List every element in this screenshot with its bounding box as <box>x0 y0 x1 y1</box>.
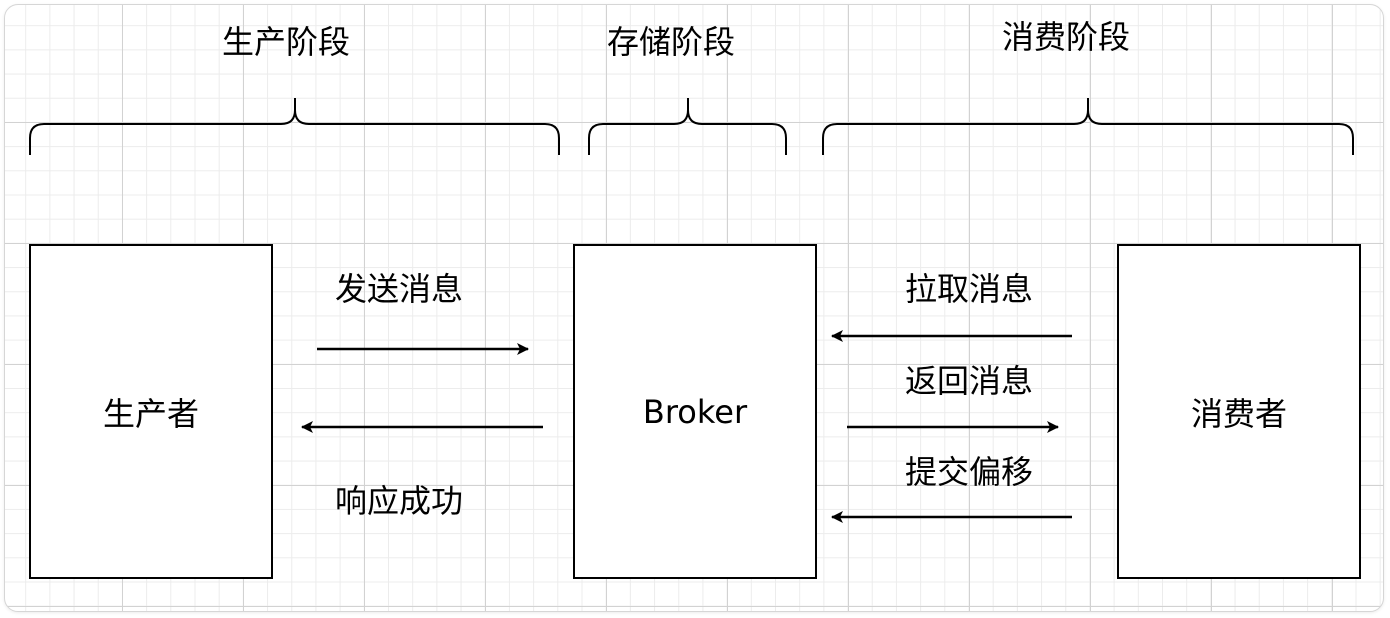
producer-node: 生产者 <box>29 244 273 579</box>
response-success-label: 响应成功 <box>335 482 464 520</box>
consumer-node: 消费者 <box>1117 244 1361 579</box>
produce-stage-label: 生产阶段 <box>222 23 351 61</box>
consume-stage-brace <box>822 98 1354 155</box>
consume-stage-label: 消费阶段 <box>1002 18 1131 56</box>
pull-message-label: 拉取消息 <box>905 270 1034 308</box>
consumer-label: 消费者 <box>1190 394 1287 433</box>
store-stage-brace <box>588 98 787 155</box>
producer-label: 生产者 <box>102 394 199 433</box>
produce-stage-brace <box>29 98 560 155</box>
return-message-label: 返回消息 <box>905 362 1034 400</box>
broker-node: Broker <box>573 244 817 579</box>
store-stage-label: 存储阶段 <box>607 23 736 61</box>
send-message-label: 发送消息 <box>335 270 464 308</box>
commit-offset-label: 提交偏移 <box>905 453 1034 491</box>
broker-label: Broker <box>642 392 748 431</box>
